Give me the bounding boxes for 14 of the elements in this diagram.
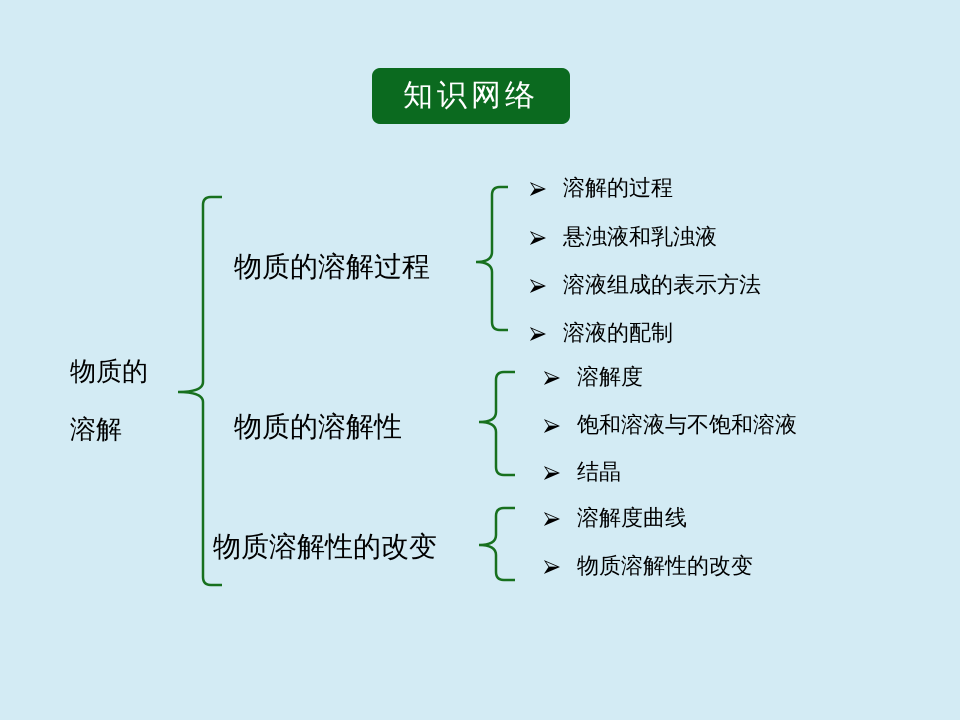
item-text: 溶液组成的表示方法 [563,273,761,300]
item-text: 溶液的配制 [563,321,673,348]
subtopic-text: 物质溶解性的改变 [213,530,437,564]
title-banner: 知识网络 [372,68,570,124]
item-text: 饱和溶液与不饱和溶液 [577,413,797,440]
item-text: 物质溶解性的改变 [577,554,753,580]
subtopic-text: 物质的溶解性 [234,410,402,444]
topic-text: 物质的溶解 [70,343,152,459]
subtopic-text: 物质的溶解过程 [234,250,430,284]
item-text: 悬浊液和乳浊液 [563,225,717,252]
item-text: 溶解的过程 [563,176,673,202]
item-text: 溶解度曲线 [577,506,687,532]
item-text: 溶解度 [577,365,643,392]
item-text: 结晶 [577,460,621,486]
